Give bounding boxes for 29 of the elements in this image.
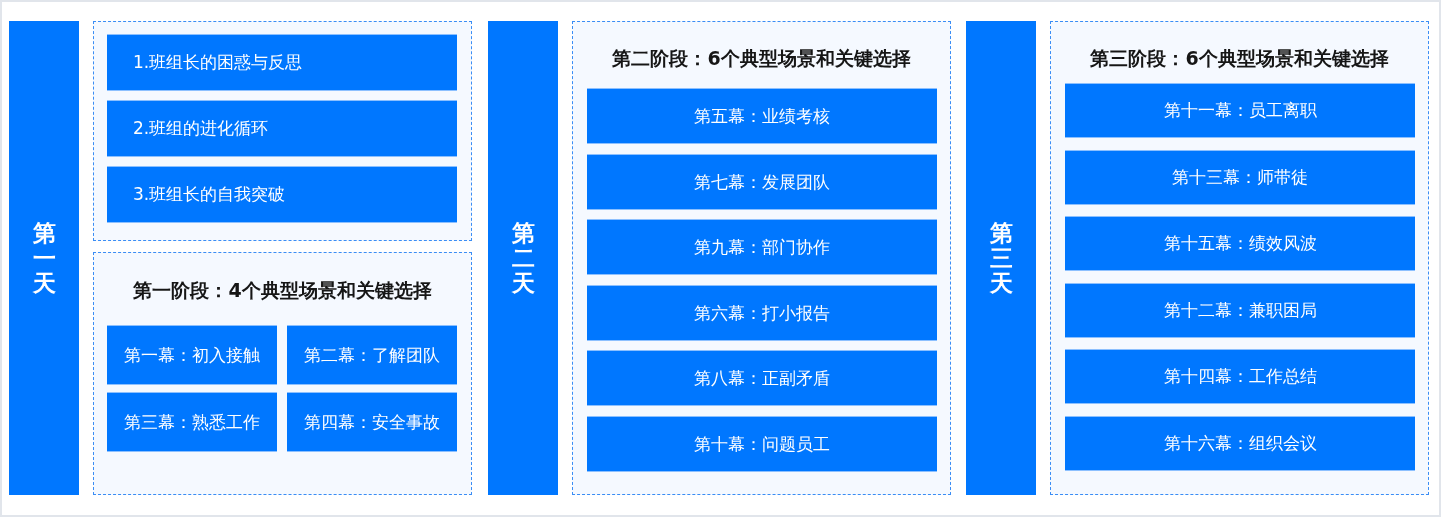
topic-box: 第四幕：安全事故 <box>287 392 457 452</box>
section-heading: 第三阶段：6个典型场景和关键选择 <box>1090 47 1389 69</box>
topic-box: 第九幕：部门协作 <box>587 219 937 275</box>
topic-box: 第十三幕：师带徒 <box>1065 150 1415 205</box>
topic-box: 第五幕：业绩考核 <box>587 88 937 144</box>
day-banner: 第二天 <box>488 21 558 495</box>
topic-box: 第十四幕：工作总结 <box>1065 349 1415 404</box>
topic-box: 第八幕：正副矛盾 <box>587 350 937 406</box>
day-banner: 第一天 <box>9 21 79 495</box>
section-panel <box>1050 21 1429 495</box>
topic-box: 第一幕：初入接触 <box>107 325 277 385</box>
topic-box: 第十五幕：绩效风波 <box>1065 216 1415 271</box>
topic-box: 第六幕：打小报告 <box>587 285 937 341</box>
topic-box: 3.班组长的自我突破 <box>107 166 457 223</box>
day-banner: 第三天 <box>966 21 1036 495</box>
topic-box: 第十二幕：兼职困局 <box>1065 283 1415 338</box>
topic-box: 第十一幕：员工离职 <box>1065 83 1415 138</box>
section-heading: 第二阶段：6个典型场景和关键选择 <box>612 47 911 69</box>
topic-box: 第二幕：了解团队 <box>287 325 457 385</box>
section-panel <box>93 252 472 495</box>
section-panel <box>93 21 472 241</box>
topic-box: 第三幕：熟悉工作 <box>107 392 277 452</box>
topic-box: 第十六幕：组织会议 <box>1065 416 1415 471</box>
topic-box: 第七幕：发展团队 <box>587 154 937 210</box>
section-heading: 第一阶段：4个典型场景和关键选择 <box>133 279 432 301</box>
topic-box: 第十幕：问题员工 <box>587 416 937 472</box>
topic-box: 2.班组的进化循环 <box>107 100 457 157</box>
topic-box: 1.班组长的困惑与反思 <box>107 34 457 91</box>
section-panel <box>572 21 951 495</box>
